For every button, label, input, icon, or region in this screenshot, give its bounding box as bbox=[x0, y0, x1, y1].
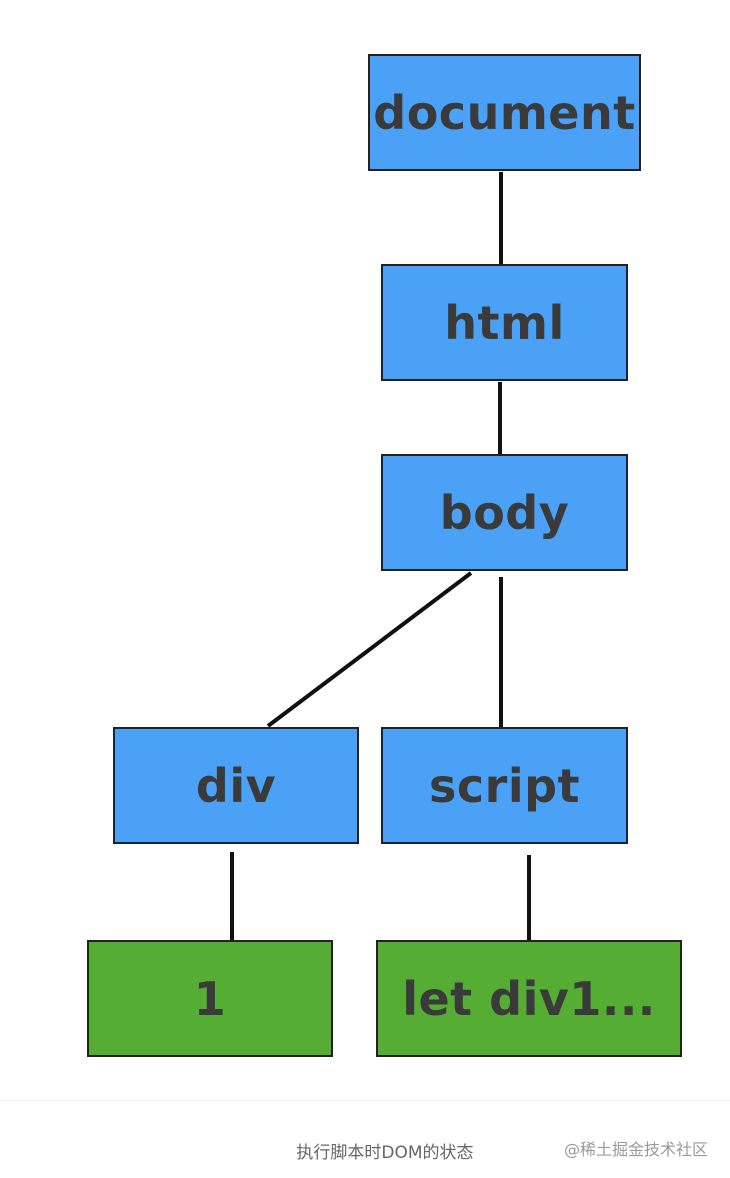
node-text-script: let div1... bbox=[376, 940, 682, 1057]
node-document: document bbox=[368, 54, 641, 171]
node-html-label: html bbox=[444, 295, 565, 350]
node-div: div bbox=[113, 727, 359, 844]
node-script-label: script bbox=[428, 758, 581, 813]
node-text-1: 1 bbox=[87, 940, 333, 1057]
watermark: @稀土掘金技术社区 bbox=[563, 1140, 708, 1159]
node-script: script bbox=[381, 727, 628, 844]
node-div-label: div bbox=[195, 758, 277, 813]
node-document-label: document bbox=[373, 85, 636, 140]
node-text-script-label: let div1... bbox=[402, 971, 656, 1026]
node-html: html bbox=[381, 264, 628, 381]
node-body-label: body bbox=[439, 485, 570, 540]
tree-edges bbox=[230, 172, 531, 940]
dom-tree-diagram: document html body div script 1 let div1… bbox=[87, 54, 682, 1057]
node-body: body bbox=[381, 454, 628, 571]
caption-divider bbox=[0, 1100, 730, 1101]
edge-body-div bbox=[266, 571, 473, 728]
figure-caption: 执行脚本时DOM的状态 bbox=[296, 1143, 474, 1163]
node-text-1-label: 1 bbox=[193, 971, 227, 1026]
